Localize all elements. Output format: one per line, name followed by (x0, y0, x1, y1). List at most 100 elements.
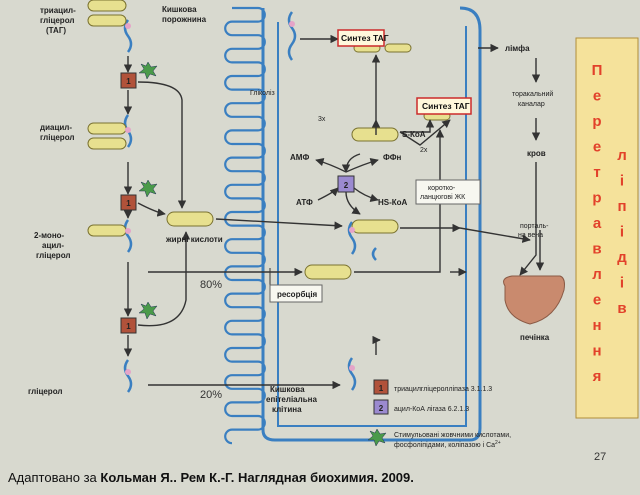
side-title-letter: н (592, 343, 601, 360)
droplet-acyl-coa (351, 127, 399, 142)
synth-tag-box-1 (337, 29, 385, 47)
membrane-short (371, 247, 377, 261)
arrow-fa-2 (137, 202, 166, 217)
short-chain-box (415, 179, 481, 205)
membrane-glicolex (287, 11, 297, 61)
side-title-letter: е (593, 292, 601, 309)
star-icon-3 (138, 301, 158, 320)
bracket-line (269, 268, 300, 286)
resorption-label: ресорбція (277, 290, 318, 299)
enzyme1-box-a (120, 72, 137, 89)
legend-star-text: Стимульовані жовчними кислотами, фосфолі… (394, 431, 513, 449)
side-title-letter: я (593, 368, 602, 385)
head-4 (125, 369, 131, 375)
fatty-acids-label: жирні кислоти (165, 235, 223, 244)
lymph-label: лімфа (505, 44, 530, 53)
head-6 (349, 227, 355, 233)
mag-label: 2-моно- ацил- гліцерол (34, 231, 70, 260)
percent-20: 20% (200, 389, 222, 401)
synth-tag-label-2: Синтез ТАГ (422, 101, 470, 111)
droplet-dag-2 (87, 137, 127, 150)
ffn-label: ФФн (383, 153, 402, 162)
x2-label: 2х (420, 147, 428, 154)
side-title-letter: в (592, 241, 601, 258)
page-number: 27 (594, 451, 606, 463)
scoa-label: S-КоА (402, 130, 426, 139)
enzyme1-num-b: 1 (126, 199, 131, 208)
enzyme1-box-b (120, 194, 137, 211)
enzyme1-num-a: 1 (126, 77, 131, 86)
arrow-atp (317, 187, 339, 201)
resorption-box (269, 284, 323, 303)
side-title-letter: л (617, 147, 627, 164)
x3-label: 3х (318, 116, 326, 123)
star-icon-1 (138, 61, 158, 80)
legend-box-2-num: 2 (379, 404, 384, 413)
side-title-letter: т (593, 164, 600, 181)
synth-tag-box-2 (416, 97, 472, 115)
blood-label: кров (527, 149, 546, 158)
tag-label: триацил- гліцерол (ТАГ) (40, 6, 78, 35)
droplet-synth-1b (384, 43, 412, 53)
star-icon-legend (367, 428, 387, 447)
capillary-inner (277, 22, 467, 427)
arrow-to-e2 (341, 153, 361, 173)
side-title-letter: п (617, 198, 626, 215)
flow-arrows (123, 34, 545, 390)
side-title-letter: е (593, 139, 601, 156)
arrow-ffn (345, 158, 379, 173)
citation: Адаптовано за Кольман Я.. Рем К.-Г. Нагл… (8, 470, 414, 485)
liver-label: печінка (520, 333, 550, 342)
side-title-letter: П (592, 62, 603, 79)
droplet-dag-1 (87, 122, 127, 135)
side-title-letter: і (620, 275, 624, 292)
resorb-bracket (269, 268, 300, 286)
legend-box-2 (373, 399, 389, 415)
amp-label: АМФ (290, 153, 309, 162)
capillary-outer (261, 6, 482, 442)
arrow-hscoa (353, 187, 379, 202)
star-icon-2 (138, 179, 158, 198)
phospholipid-heads (125, 21, 355, 375)
short-chain-label: коротко- ланцюгові ЖК (420, 185, 466, 201)
side-title-letter: р (592, 190, 601, 207)
enzyme-markers: 1 1 1 2 (120, 72, 355, 334)
atp-label: АТФ (296, 198, 313, 207)
liver-shape (503, 275, 565, 325)
arrow-acyl-synth2 (400, 119, 435, 133)
synth-tag-label-1: Синтез ТАГ (341, 33, 389, 43)
arrow-glycerol-cell (372, 335, 381, 355)
glicolex-label: Гліколіз (250, 89, 275, 97)
fat-droplets (87, 0, 451, 280)
membrane-glycerol (123, 359, 133, 393)
arrow-amp (315, 158, 347, 173)
droplet-tag-1 (87, 0, 127, 12)
thoracic-label: торакальний каналар (512, 90, 555, 108)
arrow-2x (399, 119, 451, 146)
side-title-letter: е (593, 88, 601, 105)
arrow-fa-to-cell (215, 218, 343, 230)
side-title-letter: в (617, 300, 626, 317)
head-3 (125, 228, 131, 234)
portal-label: порталь- на вена (518, 223, 550, 239)
legend-2-text: ацил-КоА лігаза 6.2.1.3 (394, 405, 469, 413)
droplet-cell-fa (351, 219, 399, 234)
hscoa-label: HS-КоА (378, 198, 408, 207)
glycerol-label: гліцерол (28, 387, 62, 396)
side-title-letter: р (592, 113, 601, 130)
cell-label: Кишкова епітеліальна клітина (266, 385, 319, 414)
droplet-tag-2 (87, 14, 127, 27)
dag-label: диацил- гліцерол (40, 123, 74, 142)
side-title-letter: л (592, 266, 602, 283)
head-5 (289, 21, 295, 27)
arrow-resorb-synth (354, 129, 445, 273)
arrow-blood-portal (519, 162, 537, 276)
membrane-mag (123, 219, 133, 253)
head-1 (125, 23, 131, 29)
arrow-fa-3 (137, 231, 191, 327)
